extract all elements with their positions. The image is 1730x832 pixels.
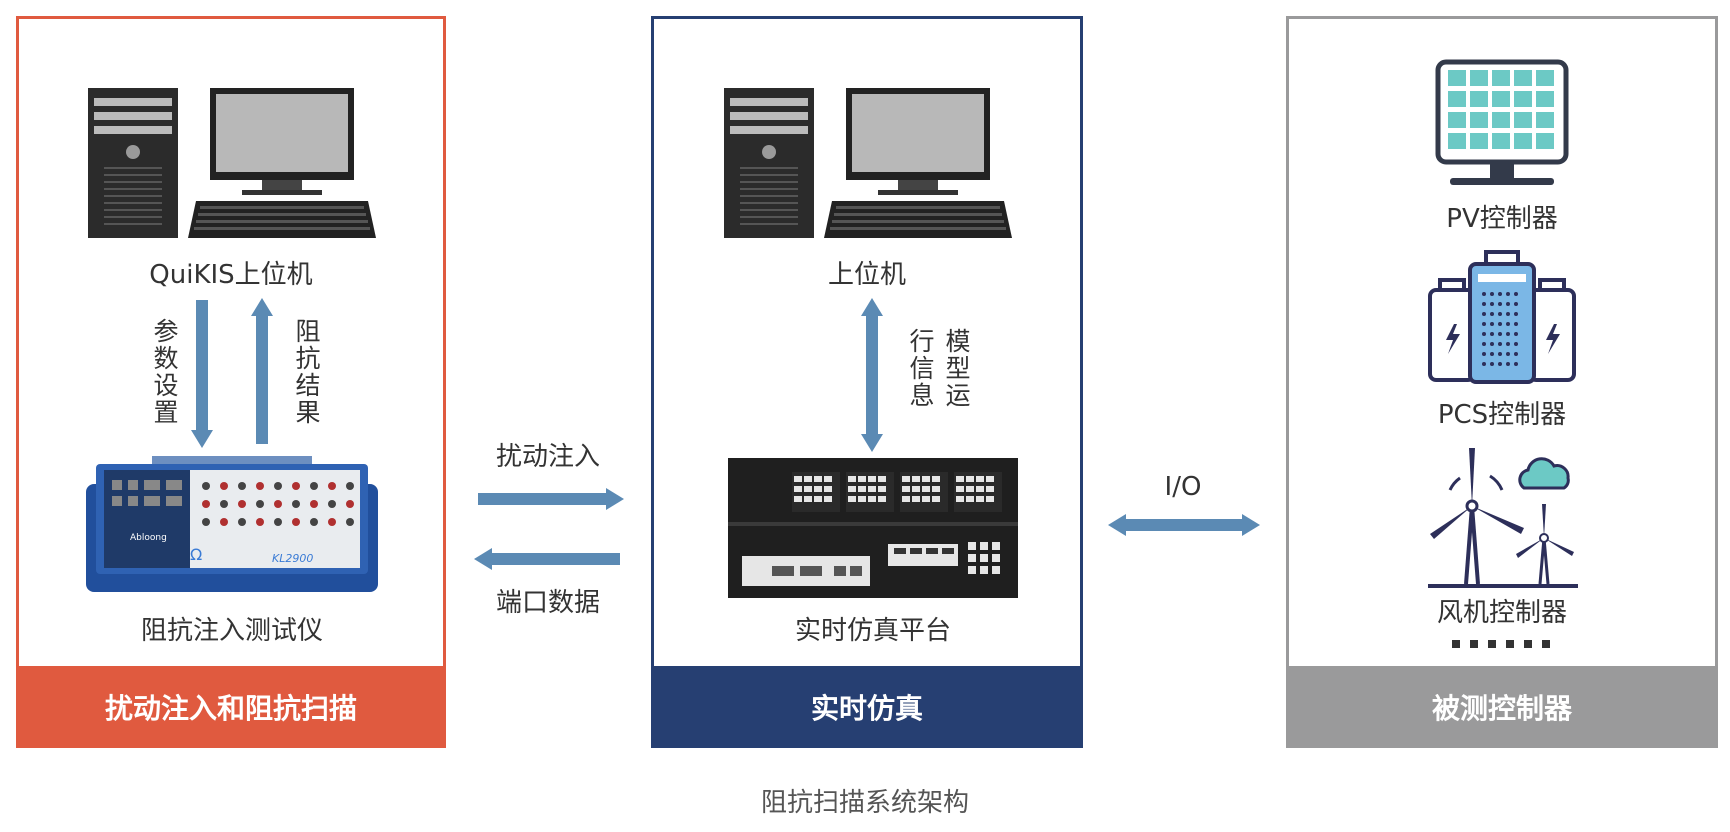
left-panel-footer: 扰动注入和阻抗扫描 — [16, 666, 446, 748]
io-double-arrow — [1108, 514, 1260, 536]
left-computer-icon — [88, 88, 376, 238]
middle-computer-icon — [724, 88, 1012, 238]
battery-storage-icon — [1428, 250, 1576, 384]
port-data-arrow-label: 端口数据 — [495, 588, 600, 618]
tester-model-text: KL2900 — [272, 552, 313, 565]
middle-device-label: 实时仿真平台 — [794, 616, 951, 646]
left-device-label: 阻抗注入测试仪 — [140, 616, 323, 646]
tester-brand-text: Abloong — [130, 533, 167, 543]
right-panel-footer: 被测控制器 — [1286, 666, 1718, 748]
port-data-left-arrow — [474, 548, 620, 570]
model-info-double-arrow — [861, 298, 883, 452]
more-items-ellipsis — [1452, 640, 1550, 648]
figure-caption: 阻抗扫描系统架构 — [760, 788, 969, 818]
tester-omega-text: Ω — [190, 545, 202, 564]
realtime-simulator-device — [728, 458, 1018, 598]
inject-right-arrow — [478, 488, 624, 510]
model-info-label: 模型运行信息 — [906, 328, 971, 409]
solar-panel-icon — [1435, 59, 1569, 185]
wind-controller-label: 风机控制器 — [1436, 598, 1567, 628]
param-down-arrow — [191, 300, 213, 448]
result-arrow-label: 阻抗结果 — [292, 318, 321, 426]
wind-turbine-icon — [1428, 448, 1578, 588]
io-label: I/O — [1164, 472, 1202, 502]
middle-panel-footer: 实时仿真 — [651, 666, 1083, 748]
impedance-tester-device: Abloong Ω KL2900 — [86, 456, 378, 592]
pv-controller-label: PV控制器 — [1446, 204, 1558, 234]
left-pc-label: QuiKIS上位机 — [149, 260, 313, 290]
middle-pc-label: 上位机 — [827, 260, 906, 290]
result-up-arrow — [251, 298, 273, 444]
pcs-controller-label: PCS控制器 — [1437, 400, 1567, 430]
inject-arrow-label: 扰动注入 — [495, 442, 600, 472]
param-arrow-label: 参数设置 — [150, 318, 179, 426]
